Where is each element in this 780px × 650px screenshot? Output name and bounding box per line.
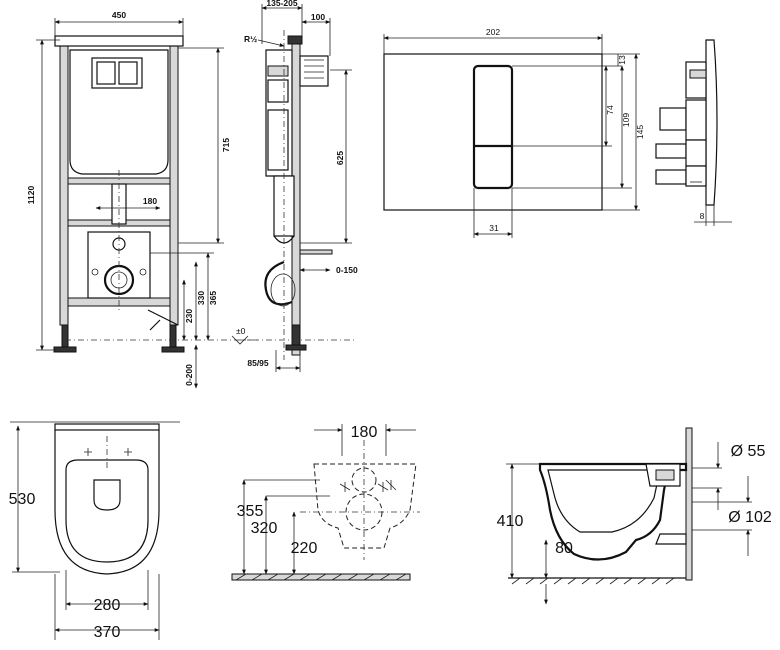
dim-355: 355 [237,503,264,520]
dim-180: 180 [143,196,157,206]
dim-0-150: 0-150 [336,265,358,275]
dim-1120: 1120 [26,186,36,205]
dim-80: 80 [555,540,573,557]
bowl-side-view: 410 80 Ø 55 Ø 102 [497,427,772,605]
dim-13: 13 [617,55,627,65]
dim-220: 220 [291,540,318,557]
bowl-back-view: 180 355 320 220 [231,424,420,581]
dim-135-205: 135-205 [266,0,297,8]
dim-410: 410 [497,513,524,530]
frame-front-view: 450 1120 715 180 365 330 230 0-200 ±0 [26,10,260,389]
flush-plate-front-view: 202 13 74 109 145 31 [383,27,645,238]
dim-625: 625 [335,151,345,165]
dim-202: 202 [486,27,500,37]
dim-109: 109 [621,113,631,127]
frame-side-view: 135-205 100 R½ 625 0-150 85/95 [240,0,358,372]
dim-145: 145 [635,125,645,139]
dim-180b: 180 [351,424,378,441]
dim-330: 330 [196,291,206,305]
dim-230: 230 [184,309,194,323]
dim-100: 100 [311,12,325,22]
thread-label: R½ [244,34,257,44]
dim-0-200: 0-200 [184,364,194,386]
bowl-top-view: 530 280 370 [9,421,180,641]
flush-plate-side-view: 8 [655,39,732,226]
dim-280: 280 [94,597,121,614]
dim-365: 365 [208,291,218,305]
dim-d55: Ø 55 [731,443,766,460]
dim-d102: Ø 102 [728,509,772,526]
dim-31: 31 [489,223,499,233]
dim-715: 715 [221,138,231,152]
dim-320: 320 [251,520,278,537]
dim-530: 530 [9,491,36,508]
dim-74: 74 [605,105,615,115]
dim-370: 370 [94,624,121,641]
dim-8: 8 [700,211,705,221]
dim-450: 450 [112,10,126,20]
dim-85-95: 85/95 [247,358,269,368]
svg-text:±0: ±0 [236,326,246,336]
